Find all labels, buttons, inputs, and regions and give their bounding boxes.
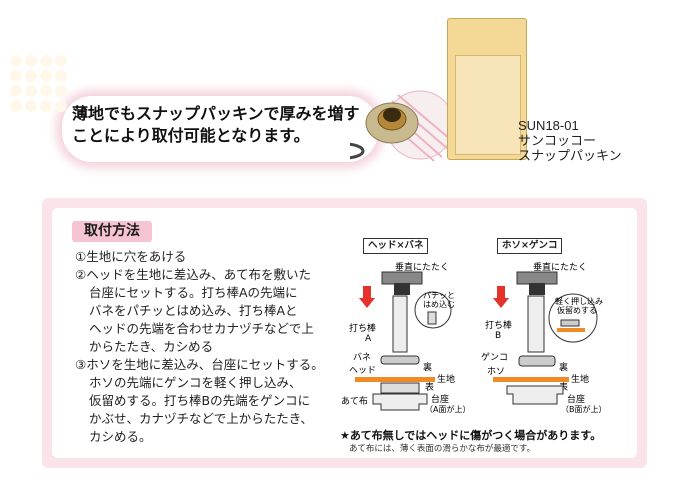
svg-text:A: A [365,334,372,344]
svg-text:表: 表 [559,381,568,393]
svg-text:台座: 台座 [567,393,585,405]
step-line: ①生地に穴をあける [75,249,187,264]
disc [25,85,37,97]
disc [10,70,22,82]
step-line: 仮留めする。打ち棒Bの先端をゲンコに [89,393,311,408]
diagram-tag-right: ホソ×ゲンコ [497,238,563,254]
label-hit-left: 垂直にたたく [395,261,449,273]
svg-text:バネ: バネ [353,352,371,363]
disc [55,55,67,67]
snap-packing-illustration [350,90,450,162]
step-line: ヘッドの先端を合わせカナヅチなどで上 [89,321,314,336]
svg-text:軽く押し込み: 軽く押し込み [555,296,603,306]
callout-bubble [62,96,378,162]
diagram-left: 垂直にたたく パチッと はめ込む 打ち棒 A バネ ヘッド 裏 生地 表 あて布… [341,261,470,414]
svg-text:あて布: あて布 [341,395,368,407]
disc [40,85,52,97]
steps-list: ①生地に穴をあける ②ヘッドを生地に差込み、あて布を敷いた 台座にセットする。打… [75,248,345,446]
disc [40,70,52,82]
disc [10,100,22,112]
disc [40,55,52,67]
down-arrow-icon [359,286,375,308]
banner-line-2: ことにより取付可能となります。 [72,126,310,145]
step-line: バネをパチッとはめ込み、打ち棒Aと [89,303,298,318]
warning-subnote: あて布には、薄く表面の滑らかな布が最適です。 [349,444,535,454]
svg-text:はめ込む: はめ込む [423,300,455,309]
fabric-layer [355,377,435,382]
svg-text:ヘッド: ヘッド [349,366,376,376]
svg-text:パチッと: パチッと [423,291,455,300]
diagram-tag-left: ヘッド×バネ [363,238,429,254]
step-line: カシめる。 [89,429,152,444]
step-line: ③ホソを生地に差込み、台座にセットする。 [75,357,324,372]
disc [10,85,22,97]
svg-text:生地: 生地 [571,373,589,385]
section-title: 取付方法 [72,221,152,242]
disc [40,100,52,112]
svg-text:（A面が上）: （A面が上） [425,404,470,414]
disc [55,70,67,82]
svg-text:裏: 裏 [423,361,432,373]
disc [25,55,37,67]
disc [25,70,37,82]
diagram-right: 垂直にたたく 軽く押し込み 仮留めする 打ち棒 B ゲンコ ホソ 裏 生地 表 … [481,261,607,414]
step-line: 台座にセットする。打ち棒Aの先端に [89,285,298,300]
svg-text:仮留めする: 仮留めする [557,305,597,315]
banner-line-1: 薄地でもスナップパッキンで厚みを増す [72,104,360,123]
disc [25,100,37,112]
svg-text:ホソ: ホソ [487,366,505,377]
down-arrow-icon [493,286,509,308]
product-name: スナップパッキン [518,148,622,163]
attachment-diagram: 垂直にたたく パチッと はめ込む 打ち棒 A バネ ヘッド 裏 生地 表 あて布… [341,261,607,414]
svg-text:打ち棒: 打ち棒 [485,319,512,331]
disc [10,55,22,67]
package-window [455,55,521,155]
step-line: ホソの先端にゲンコを軽く押し込み、 [89,375,302,390]
svg-text:B: B [495,331,501,341]
svg-text:裏: 裏 [559,361,568,373]
banner-text: 薄地でもスナップパッキンで厚みを増す ことにより取付可能となります。 [72,103,360,147]
disc [55,85,67,97]
svg-text:打ち棒: 打ち棒 [349,322,376,334]
svg-text:台座: 台座 [431,393,449,405]
fabric-layer [493,377,569,382]
disc [55,100,67,112]
step-line: ②ヘッドを生地に差込み、あて布を敷いた [75,267,311,282]
step-line: からたたき、カシめる [89,339,214,354]
product-package [447,18,527,160]
warning-notice: ★あて布無しではヘッドに傷がつく場合があります。 [340,429,602,442]
step-line: かぶせ、カナヅチなどで上からたたき、 [89,411,313,426]
product-brand: サンコッコー [518,133,597,148]
svg-text:ゲンコ: ゲンコ [481,351,508,363]
product-info: SUN18-01 サンコッコー スナップパッキン [518,118,622,163]
svg-text:表: 表 [425,381,434,393]
svg-text:垂直にたたく: 垂直にたたく [533,261,587,273]
packing-discs [10,55,70,112]
product-sku: SUN18-01 [518,118,579,133]
svg-text:（B面が上）: （B面が上） [561,404,607,414]
svg-text:生地: 生地 [437,373,455,385]
